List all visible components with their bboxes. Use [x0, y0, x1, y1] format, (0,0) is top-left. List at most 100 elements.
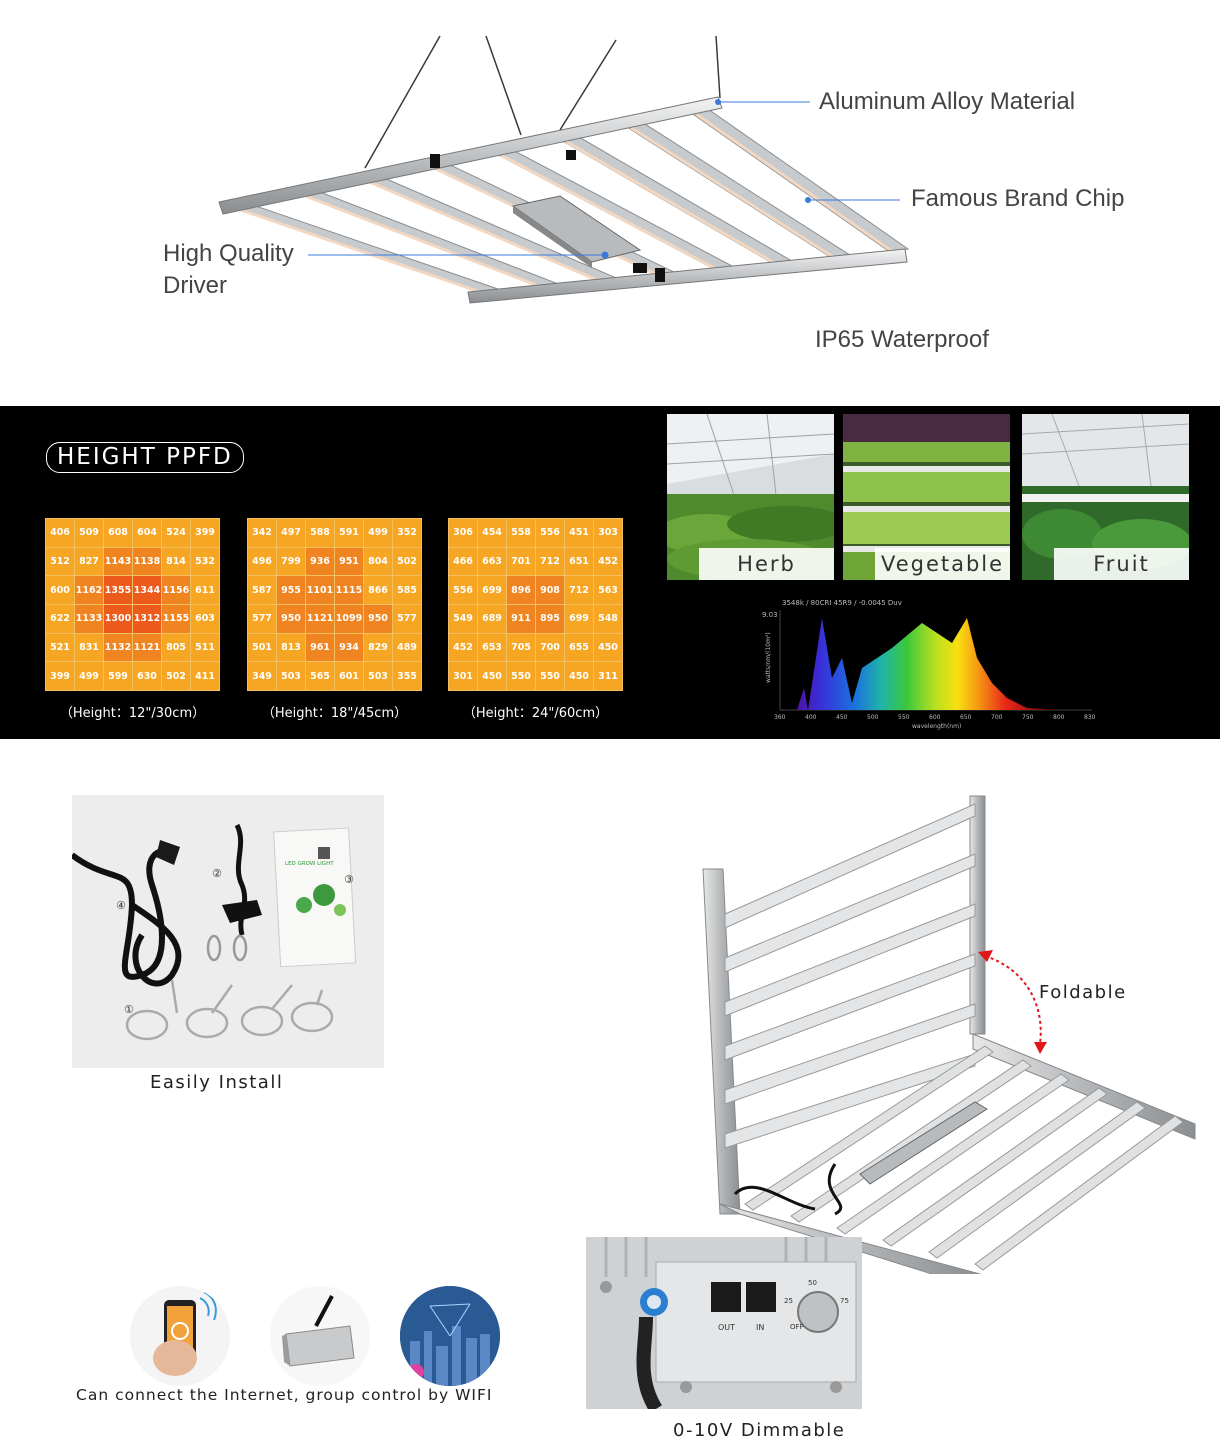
grow-light-illustration	[218, 35, 910, 304]
caption-dimmable: 0-10V Dimmable	[673, 1420, 846, 1441]
ppfd-cell: 406	[46, 519, 74, 547]
ppfd-cell: 622	[46, 604, 74, 633]
ppfd-cell: 700	[536, 633, 564, 662]
callout-chip: Famous Brand Chip	[911, 185, 1125, 212]
ppfd-cell: 955	[277, 576, 305, 604]
ppfd-cell: 450	[478, 662, 506, 690]
dial-25: 25	[784, 1297, 793, 1305]
label-herb: Herb	[699, 548, 834, 580]
horizontal-light-bar	[974, 1115, 1184, 1271]
ppfd-cell: 827	[75, 547, 103, 576]
caption-foldable: Foldable	[1039, 982, 1127, 1003]
ppfd-cell: 866	[364, 576, 392, 604]
vertical-light-bar	[724, 853, 976, 973]
ppfd-cell: 599	[104, 662, 132, 690]
led-strip	[500, 153, 721, 273]
ppfd-cell: 799	[277, 547, 305, 576]
dial-50: 50	[808, 1279, 817, 1287]
ppfd-cell: 1138	[133, 547, 161, 576]
callout-driver-line1: High Quality	[163, 240, 294, 267]
spectrum-tick: 750	[1022, 714, 1034, 721]
ppfd-cell: 600	[46, 576, 74, 604]
ppfd-cell: 1132	[104, 633, 132, 662]
ppfd-cell: 1312	[133, 604, 161, 633]
ppfd-cell: 548	[594, 604, 622, 633]
ppfd-cell: 934	[335, 633, 363, 662]
foldable-light-illustration	[702, 795, 1196, 1274]
ppfd-cell: 452	[594, 547, 622, 576]
ppfd-cell: 511	[191, 633, 219, 662]
ppfd-cell: 936	[306, 547, 334, 576]
vertical-light-bar	[724, 1053, 976, 1149]
ppfd-cell: 950	[364, 604, 392, 633]
ppfd-cell: 306	[449, 519, 477, 547]
callout-aluminum: Aluminum Alloy Material	[819, 88, 1076, 115]
ppfd-cell: 655	[565, 633, 593, 662]
ppfd-cell: 509	[75, 519, 103, 547]
ppfd-cell: 399	[46, 662, 74, 690]
ppfd-cell: 497	[277, 519, 305, 547]
led-strip	[305, 194, 546, 290]
dimmable-photo: OUT IN 50 25 75 OFF	[586, 1237, 862, 1409]
ppfd-cell: 565	[306, 662, 334, 690]
accessory-number-1: ①	[124, 1003, 134, 1016]
ppfd-cell: 499	[364, 519, 392, 547]
caption-easily-install: Easily Install	[150, 1072, 284, 1093]
dial-off: OFF	[790, 1323, 804, 1331]
vertical-light-bar	[724, 953, 976, 1061]
ppfd-cell: 804	[364, 547, 392, 576]
port-in-label: IN	[756, 1323, 764, 1332]
ppfd-cell: 712	[536, 547, 564, 576]
spectrum-tick: 400	[805, 714, 817, 721]
router-icon	[282, 1295, 355, 1367]
ppfd-cell: 502	[162, 662, 190, 690]
spectrum-tick: 830	[1084, 714, 1096, 721]
spectrum-tick: 500	[867, 714, 879, 721]
ppfd-cell: 813	[277, 633, 305, 662]
city-network-icon	[400, 1286, 500, 1386]
accessory-number-3: ③	[344, 873, 354, 886]
ppfd-cell: 501	[248, 633, 276, 662]
ppfd-cell: 1162	[75, 576, 103, 604]
ppfd-cell: 689	[478, 604, 506, 633]
ppfd-cell: 450	[565, 662, 593, 690]
phone-icon	[153, 1291, 217, 1376]
photo-herb: Herb	[667, 414, 834, 580]
ppfd-cell: 591	[335, 519, 363, 547]
ppfd-cell: 588	[306, 519, 334, 547]
ppfd-cell: 1101	[306, 576, 334, 604]
spectrum-chart: 3548k / 80CRI 45R9 / -0.0045 Duv 9.03 wa…	[762, 588, 1098, 733]
bottom-section: LED GROW LIGHT ① ② ③ ④ Easily Install	[0, 739, 1220, 1454]
spectrum-ylabel: watts/nm/(10m²)	[765, 632, 772, 683]
spectrum-tick: 550	[898, 714, 910, 721]
ppfd-cell: 342	[248, 519, 276, 547]
spectrum-curve	[780, 618, 1062, 710]
vertical-light-bar	[724, 1003, 976, 1105]
ppfd-cell: 1155	[162, 604, 190, 633]
ppfd-cell: 831	[75, 633, 103, 662]
ppfd-cell: 585	[393, 576, 421, 604]
ppfd-cell: 1344	[133, 576, 161, 604]
ppfd-cell: 352	[393, 519, 421, 547]
ppfd-cell: 556	[536, 519, 564, 547]
photo-fruit: Fruit	[1022, 414, 1189, 580]
ppfd-cell: 558	[507, 519, 535, 547]
spectrum-tick: 800	[1053, 714, 1065, 721]
wifi-router-image	[270, 1286, 370, 1386]
ppfd-cell: 466	[449, 547, 477, 576]
caption-wifi: Can connect the Internet, group control …	[76, 1386, 493, 1404]
ppfd-cell: 1300	[104, 604, 132, 633]
ppfd-cell: 896	[507, 576, 535, 604]
led-strip	[630, 126, 839, 261]
ppfd-cell: 532	[191, 547, 219, 576]
led-strip	[370, 181, 604, 284]
port-out-label: OUT	[718, 1323, 735, 1332]
ppfd-cell: 701	[507, 547, 535, 576]
ppfd-cell: 549	[449, 604, 477, 633]
ppfd-cell: 587	[248, 576, 276, 604]
led-strip	[240, 208, 487, 296]
ppfd-cell: 911	[507, 604, 535, 633]
ppfd-cell: 499	[75, 662, 103, 690]
